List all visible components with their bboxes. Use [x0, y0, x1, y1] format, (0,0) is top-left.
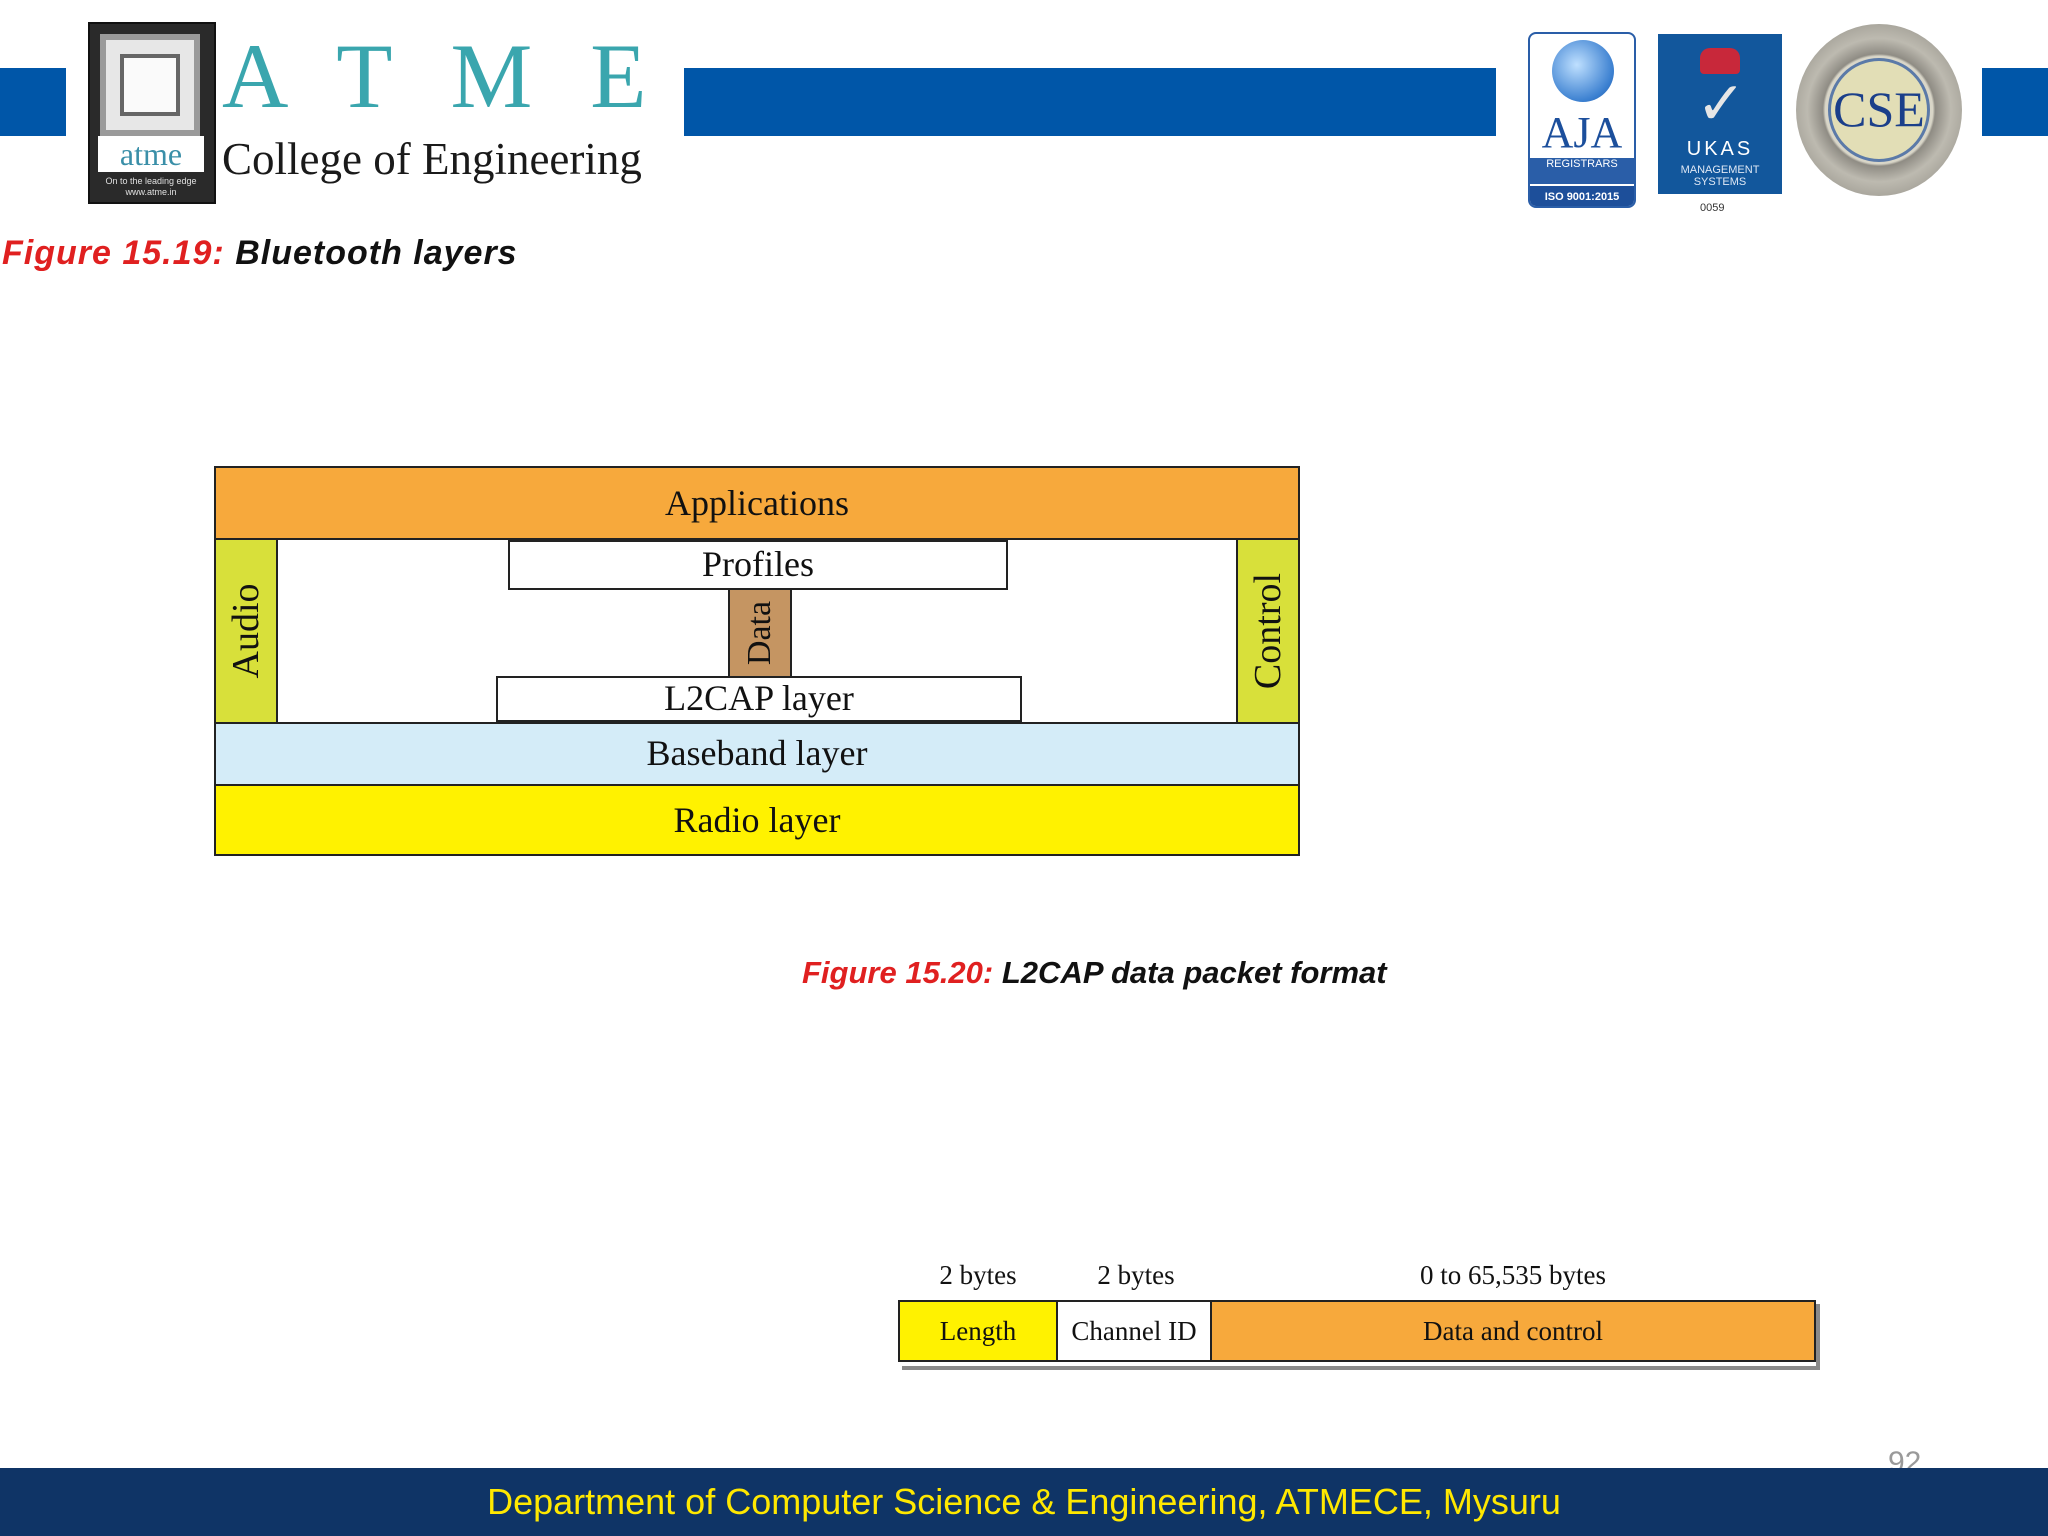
channel-id-field: Channel ID	[1056, 1300, 1212, 1362]
length-field: Length	[898, 1300, 1058, 1362]
header-bar-left	[0, 68, 66, 136]
audio-block: Audio	[216, 540, 278, 722]
data-label: Data	[741, 600, 778, 666]
aja-badge-subtitle: REGISTRARS	[1530, 158, 1634, 184]
data-control-field: Data and control	[1210, 1300, 1816, 1362]
ukas-badge-subtitle: MANAGEMENT SYSTEMS	[1680, 164, 1760, 188]
l2cap-layer: L2CAP layer	[496, 676, 1022, 722]
college-logo: atme On to the leading edge www.atme.in	[88, 22, 216, 204]
ukas-badge: ✓ UKAS MANAGEMENT SYSTEMS	[1658, 34, 1782, 194]
figure-2-number: Figure 15.20:	[802, 955, 994, 990]
aja-badge: AJA REGISTRARS ISO 9001:2015	[1528, 32, 1636, 208]
cse-seal-name: CSE	[1828, 58, 1930, 162]
logo-word: atme	[98, 136, 204, 172]
figure-2-title: L2CAP data packet format	[1001, 955, 1387, 990]
figure-2-caption: Figure 15.20: L2CAP data packet format	[802, 955, 1387, 991]
figure-1-number: Figure 15.19:	[2, 234, 225, 272]
figure-1-caption: Figure 15.19: Bluetooth layers	[2, 234, 518, 273]
audio-label: Audio	[225, 583, 267, 679]
logo-tagline: On to the leading edge www.atme.in	[105, 176, 197, 197]
control-label: Control	[1247, 572, 1289, 690]
crown-icon	[1700, 48, 1740, 74]
institution-short-name: ATME	[222, 25, 705, 127]
figure-1-title: Bluetooth layers	[235, 234, 518, 272]
header-bar-middle	[684, 68, 1496, 136]
ukas-badge-name: UKAS	[1686, 138, 1754, 160]
length-size-label: 2 bytes	[939, 1260, 1017, 1290]
footer-text: Department of Computer Science & Enginee…	[487, 1481, 1561, 1522]
l2cap-packet: Length Channel ID Data and control	[898, 1300, 1816, 1366]
control-block: Control	[1236, 540, 1298, 722]
baseband-layer: Baseband layer	[216, 722, 1298, 786]
logo-frame-icon	[100, 34, 200, 136]
data-block: Data	[728, 590, 792, 676]
header-bar-right	[1982, 68, 2048, 136]
aja-badge-iso: ISO 9001:2015	[1530, 186, 1634, 206]
ukas-badge-number: 0059	[1700, 202, 1725, 214]
radio-layer: Radio layer	[216, 786, 1298, 854]
cse-seal: CSE	[1796, 24, 1962, 196]
channel-id-size-label: 2 bytes	[1097, 1260, 1175, 1290]
checkmark-icon: ✓	[1696, 70, 1747, 137]
data-control-size-label: 0 to 65,535 bytes	[1420, 1260, 1606, 1290]
bluetooth-layers-diagram: Applications Audio Control Profiles Data…	[214, 466, 1300, 856]
aja-badge-name: AJA	[1541, 108, 1623, 157]
footer-bar: Department of Computer Science & Enginee…	[0, 1468, 2048, 1536]
applications-layer: Applications	[216, 468, 1298, 540]
profiles-layer: Profiles	[508, 540, 1008, 590]
institution-long-name: College of Engineering	[222, 134, 642, 184]
globe-icon	[1552, 40, 1614, 102]
